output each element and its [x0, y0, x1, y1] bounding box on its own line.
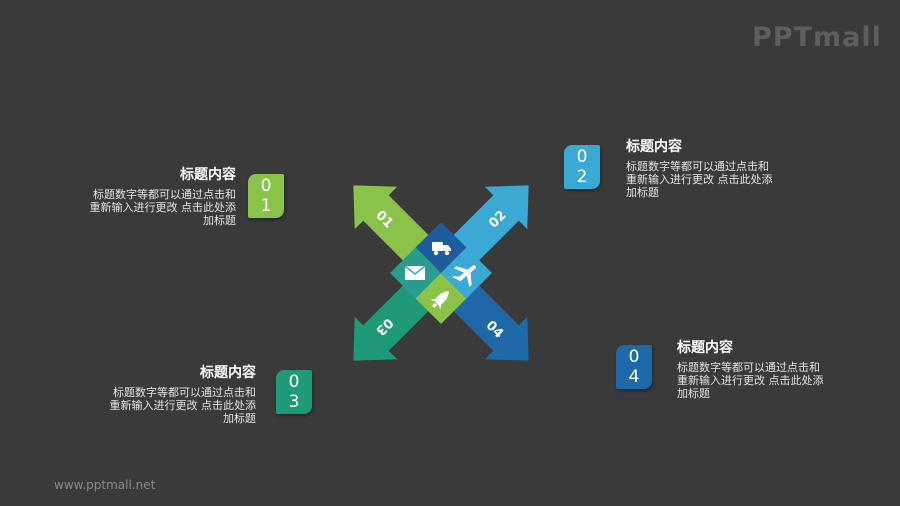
badge-03-digit-bottom: 3 [288, 392, 300, 412]
text-block-01-title: 标题内容 [180, 167, 236, 183]
mail-icon [404, 265, 426, 280]
badge-01-digit-top: 0 [260, 176, 272, 196]
badge-01-digit-bottom: 1 [260, 196, 272, 216]
number-badge-02: 0 2 [564, 145, 600, 189]
number-badge-01: 0 1 [248, 174, 284, 218]
text-block-03-title: 标题内容 [200, 365, 256, 381]
text-block-02-body: 标题数字等都可以通过点击和 重新输入进行更改 点击此处添 加标题 [626, 160, 773, 199]
airplane-icon [452, 265, 476, 287]
text-block-03-body: 标题数字等都可以通过点击和 重新输入进行更改 点击此处添 加标题 [109, 386, 257, 425]
text-block-01-body: 标题数字等都可以通过点击和 重新输入进行更改 点击此处添 加标题 [89, 188, 237, 227]
pptmall-logo: PPTmall [752, 22, 882, 53]
number-badge-03: 0 3 [276, 370, 312, 414]
text-block-01: 标题内容 标题数字等都可以通过点击和 重新输入进行更改 点击此处添 加标题 [26, 166, 237, 227]
text-block-04-title: 标题内容 [677, 340, 733, 356]
badge-02-digit-top: 0 [576, 147, 588, 167]
badge-04-digit-bottom: 4 [628, 367, 640, 387]
footer-url: www.pptmall.net [54, 478, 156, 492]
text-block-03: 标题内容 标题数字等都可以通过点击和 重新输入进行更改 点击此处添 加标题 [46, 364, 257, 425]
text-block-04-body: 标题数字等都可以通过点击和 重新输入进行更改 点击此处添 加标题 [677, 361, 824, 400]
truck-icon [432, 242, 451, 256]
text-block-02-title: 标题内容 [626, 139, 682, 155]
badge-04-digit-top: 0 [628, 347, 640, 367]
text-block-04: 标题内容 标题数字等都可以通过点击和 重新输入进行更改 点击此处添 加标题 [677, 339, 887, 400]
rocket-icon [430, 291, 449, 310]
text-block-02: 标题内容 标题数字等都可以通过点击和 重新输入进行更改 点击此处添 加标题 [626, 138, 836, 199]
badge-02-digit-bottom: 2 [576, 167, 588, 187]
number-badge-04: 0 4 [616, 345, 652, 389]
badge-03-digit-top: 0 [288, 372, 300, 392]
